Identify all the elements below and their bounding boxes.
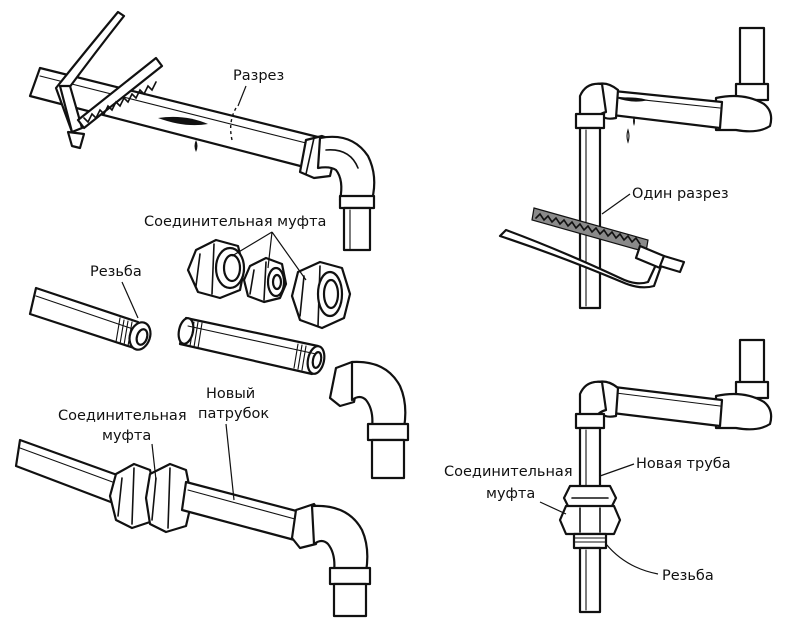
cut-leader — [237, 85, 247, 107]
coupling-top-label: Соединительная муфта — [144, 214, 326, 230]
riser-top — [714, 26, 773, 133]
coupling-part-3 — [290, 260, 352, 330]
coupling-right-label-line2: муфта — [486, 486, 535, 502]
one-cut-label: Один разрез — [632, 186, 729, 202]
thread-right-label: Резьба — [662, 568, 714, 584]
panel-parts: Соединительная муфта Резьба — [28, 214, 410, 480]
panel-assembled-right: Новая труба Соединительная муфта Резьба — [444, 338, 773, 614]
branch-pipe-bottom — [602, 384, 724, 428]
threaded-pipe-left — [28, 286, 152, 351]
panel-cut-pipe: Разрез — [28, 10, 376, 252]
panel-cut-vertical: Один разрез — [498, 26, 773, 310]
new-vertical-pipe — [558, 412, 622, 614]
hacksaw-left — [54, 10, 164, 150]
coupling-right-leader — [539, 501, 567, 515]
coupling-right-label-line1: Соединительная — [444, 464, 573, 480]
one-cut-leader — [601, 193, 631, 215]
thread-right-leader — [605, 543, 659, 575]
new-pipe-leader — [599, 463, 635, 477]
coupling-part-2 — [242, 256, 288, 304]
elbow-fitting — [316, 135, 376, 202]
new-nipple-label-line1: Новый — [206, 386, 255, 402]
new-nipple — [177, 316, 326, 376]
thread-left-label: Резьба — [90, 264, 142, 280]
vertical-pipe-right — [574, 112, 606, 310]
water-drop — [194, 140, 198, 152]
elbow-right — [328, 360, 410, 480]
new-pipe-label: Новая труба — [636, 456, 731, 472]
coupling-left-label-line1: Соединительная — [58, 408, 187, 424]
coupling-top-leaders — [231, 231, 307, 281]
leak-spot — [158, 116, 208, 126]
coupling-part-1 — [186, 238, 246, 300]
elbow-bottom-right-panel — [578, 380, 620, 420]
new-nipple-label-line2: патрубок — [198, 406, 269, 422]
riser-bottom-top — [714, 338, 773, 431]
pipe-with-coupling — [14, 438, 372, 618]
new-nipple-leader — [225, 423, 235, 501]
cut-mark — [229, 107, 237, 141]
coupling-left-label-line2: муфта — [102, 428, 151, 444]
vertical-pipe-down — [338, 194, 376, 252]
branch-pipe — [602, 88, 724, 144]
coupling-left-leader — [151, 443, 157, 481]
cut-label: Разрез — [233, 68, 284, 84]
panel-assembled-left: Соединительная муфта Новый патрубок — [14, 386, 372, 618]
thread-left-leader — [121, 281, 139, 319]
hacksaw-right — [498, 207, 686, 289]
